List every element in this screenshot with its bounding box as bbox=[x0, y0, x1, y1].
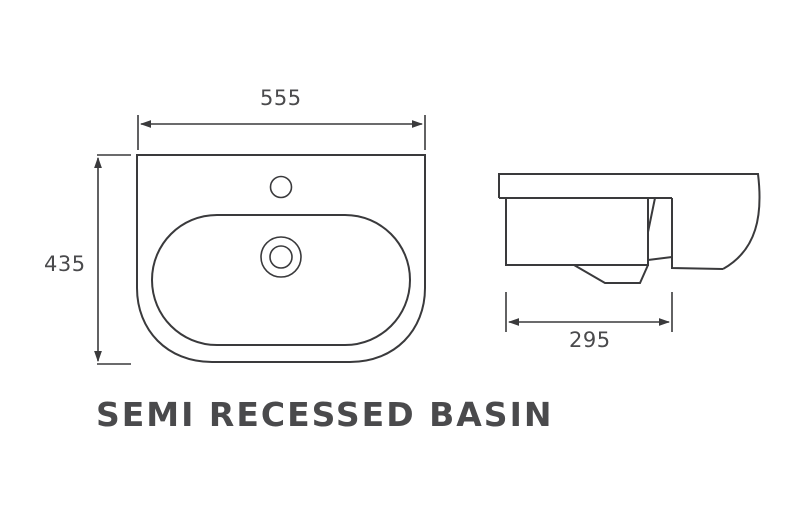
side-depth-dimension-label: 295 bbox=[569, 328, 611, 352]
drain-outer-ring bbox=[260, 236, 302, 278]
drawing-title: SEMI RECESSED BASIN bbox=[96, 395, 554, 434]
tap-hole-icon bbox=[269, 175, 293, 199]
basin-bowl-outline bbox=[150, 214, 412, 346]
side-waste-outlet bbox=[573, 264, 649, 284]
side-inner-join bbox=[647, 256, 673, 261]
side-bowl-taper bbox=[647, 197, 656, 265]
drain-inner-ring bbox=[269, 245, 293, 269]
basin-outer-outline bbox=[136, 154, 426, 363]
width-dimension-label: 555 bbox=[260, 86, 302, 110]
basin-plan-view bbox=[136, 154, 426, 363]
width-dimension bbox=[137, 115, 426, 150]
depth-dimension bbox=[94, 154, 131, 365]
basin-side-view bbox=[498, 173, 761, 284]
side-front-bowl bbox=[505, 198, 649, 266]
side-depth-dimension bbox=[505, 292, 673, 332]
side-top-slab bbox=[498, 173, 761, 270]
side-rear-section bbox=[671, 198, 724, 270]
depth-dimension-label: 435 bbox=[44, 252, 86, 276]
